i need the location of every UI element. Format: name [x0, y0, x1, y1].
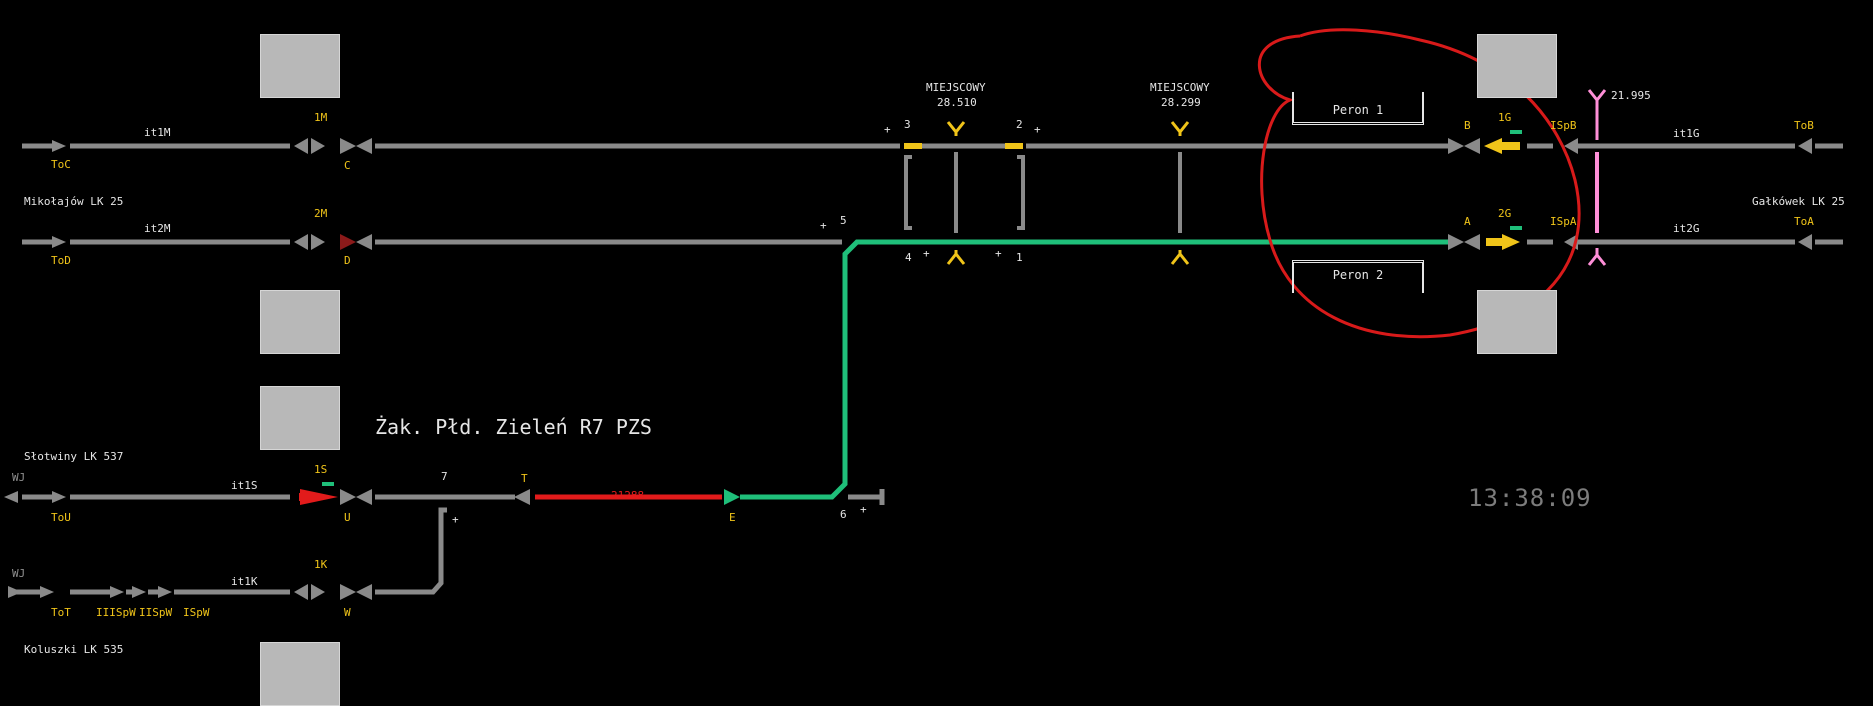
direction-right: Gałkówek LK 25 — [1752, 195, 1845, 208]
direction-left-middle: Słotwiny LK 537 — [24, 450, 124, 463]
signal-label[interactable]: 2G — [1498, 207, 1512, 220]
signal-label[interactable]: ToT — [51, 606, 71, 619]
signal-label[interactable]: ToC — [51, 158, 71, 171]
signal-label[interactable]: ToA — [1794, 215, 1814, 228]
signal-label[interactable]: 1K — [314, 558, 328, 571]
track-label: it1S — [231, 479, 258, 492]
signal-label[interactable]: 2M — [314, 207, 328, 220]
switch-label[interactable]: 5 — [840, 214, 847, 227]
signal-label[interactable]: 1G — [1498, 111, 1512, 124]
switch-position-mark: + — [452, 513, 459, 526]
switch-label[interactable]: 3 — [904, 118, 911, 131]
control-point-label: MIEJSCOWY — [926, 81, 986, 94]
control-point-km: 28.299 — [1161, 96, 1201, 109]
direction-left-upper: Mikołajów LK 25 — [24, 195, 124, 208]
switch-label[interactable]: 4 — [905, 251, 912, 264]
signal-label[interactable]: IIISpW — [96, 606, 136, 619]
platform-1: Peron 1 — [1292, 92, 1424, 125]
switch-label[interactable]: 6 — [840, 508, 847, 521]
signal-label[interactable]: ISpA — [1550, 215, 1577, 228]
signal-label[interactable]: ToU — [51, 511, 71, 524]
switch-position-mark: + — [820, 219, 827, 232]
grey-box — [1477, 34, 1557, 98]
track-label: it1K — [231, 575, 258, 588]
control-point-label: MIEJSCOWY — [1150, 81, 1210, 94]
insulated-joint-3 — [904, 143, 922, 149]
switch-position-mark: + — [1034, 123, 1041, 136]
track-label: it1G — [1673, 127, 1700, 140]
train-number[interactable]: 21288 — [611, 489, 645, 502]
signal-label[interactable]: A — [1464, 215, 1471, 228]
switch-label[interactable]: 7 — [441, 470, 448, 483]
switch-position-mark: + — [860, 503, 867, 516]
signal-label[interactable]: D — [344, 254, 351, 267]
grey-box — [260, 642, 340, 706]
switch-position-mark: + — [995, 247, 1002, 260]
track-label: it2M — [144, 222, 171, 235]
signal-label[interactable]: ToB — [1794, 119, 1814, 132]
switch-label[interactable]: 1 — [1016, 251, 1023, 264]
track-slotwiny[interactable] — [22, 489, 885, 595]
signal-label[interactable]: ISpB — [1550, 119, 1577, 132]
signal-label[interactable]: IISpW — [139, 606, 173, 619]
track-label: it2G — [1673, 222, 1700, 235]
grey-box — [260, 386, 340, 450]
track-label: it1M — [144, 126, 171, 139]
signal-label[interactable]: WJ — [12, 471, 26, 484]
signal-label[interactable]: U — [344, 511, 351, 524]
km-marker: 21.995 — [1611, 89, 1651, 102]
signal-label[interactable]: B — [1464, 119, 1471, 132]
platform-2-label: Peron 2 — [1332, 268, 1384, 282]
grey-box — [260, 34, 340, 98]
clock: 13:38:09 — [1468, 484, 1592, 512]
signal-2G-yellow[interactable] — [1502, 234, 1520, 250]
switch-label[interactable]: 2 — [1016, 118, 1023, 131]
switch-position-mark: + — [884, 123, 891, 136]
signal-label[interactable]: T — [521, 472, 528, 485]
signal-label[interactable]: WJ — [12, 567, 26, 580]
signal-D-red[interactable] — [340, 234, 356, 250]
station-title: Żak. Płd. Zieleń R7 PZS — [375, 415, 652, 439]
grey-box — [1477, 290, 1557, 354]
grey-box — [260, 290, 340, 354]
direction-left-lower: Koluszki LK 535 — [24, 643, 124, 656]
annotation-circle — [1257, 28, 1581, 339]
insulated-joint-2 — [1005, 143, 1023, 149]
station-board: Peron 1 Peron 2 Żak. Płd. Zieleń R7 PZS … — [4, 28, 1845, 706]
platform-2: Peron 2 — [1292, 260, 1424, 293]
control-point-km: 28.510 — [937, 96, 977, 109]
signal-label[interactable]: E — [729, 511, 736, 524]
signal-label[interactable]: ToD — [51, 254, 71, 267]
signal-label[interactable]: 1M — [314, 111, 328, 124]
signal-label[interactable]: W — [344, 606, 351, 619]
switch-position-mark: + — [923, 247, 930, 260]
platform-1-label: Peron 1 — [1332, 103, 1384, 117]
signal-label[interactable]: ISpW — [183, 606, 210, 619]
track-layout — [4, 28, 1843, 600]
route-green — [740, 239, 1448, 500]
signal-1G-yellow[interactable] — [1484, 138, 1502, 154]
signal-E-green[interactable] — [724, 489, 740, 505]
signal-label[interactable]: C — [344, 159, 351, 172]
signal-label[interactable]: 1S — [314, 463, 328, 476]
